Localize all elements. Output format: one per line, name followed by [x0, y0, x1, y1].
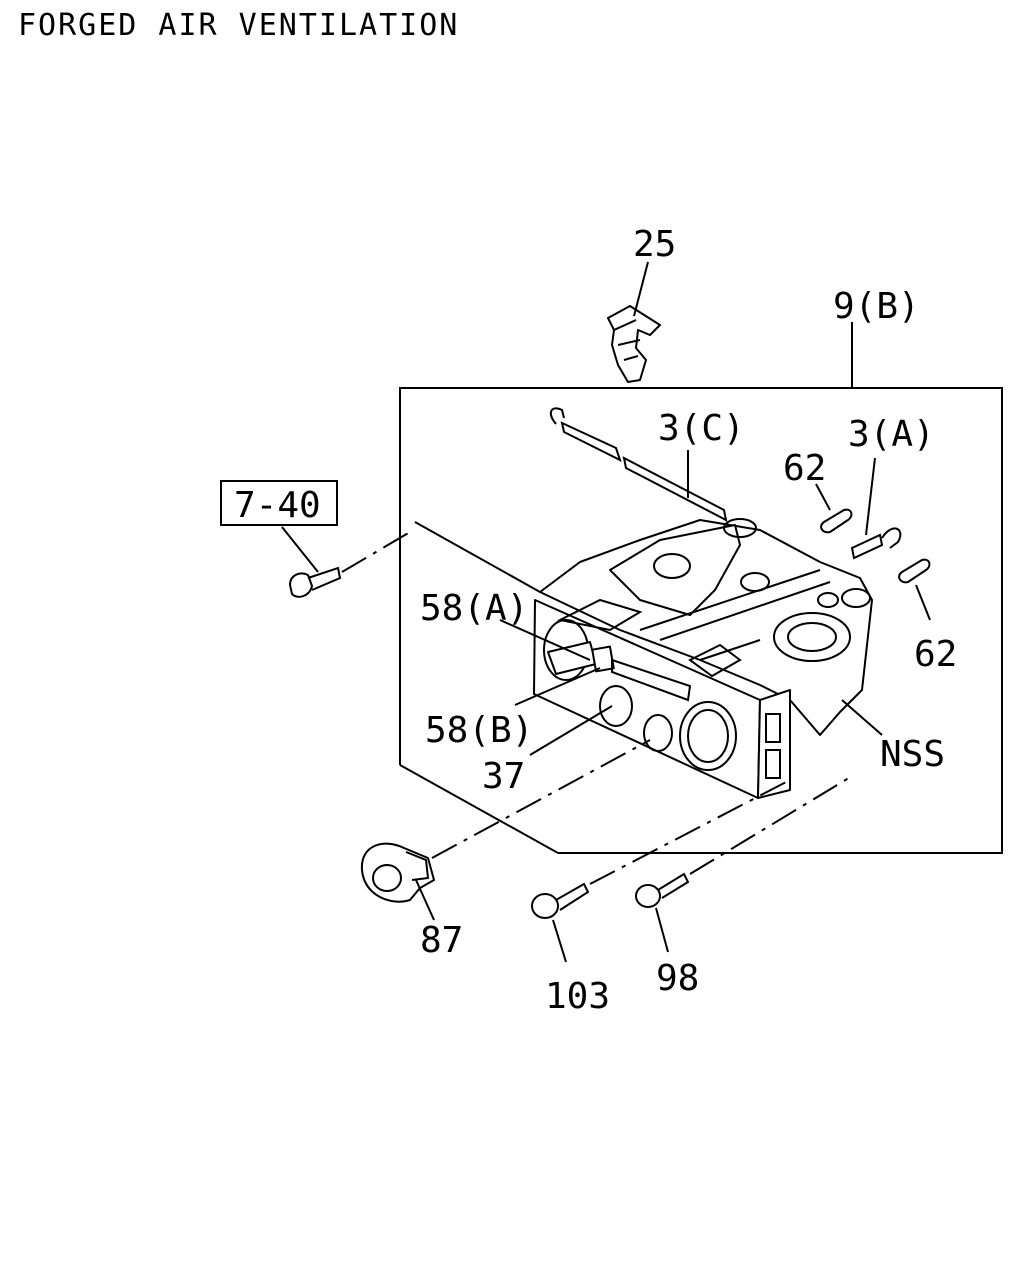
callout-37: 37	[482, 756, 525, 797]
leader-58b	[514, 667, 601, 706]
callout-62-top: 62	[783, 448, 826, 489]
callout-103: 103	[545, 976, 610, 1017]
cable-3a	[850, 457, 902, 560]
callout-3c: 3(C)	[658, 408, 745, 449]
callout-3a: 3(A)	[848, 414, 935, 455]
callout-58b: 58(B)	[425, 710, 533, 751]
callout-98: 98	[656, 958, 699, 999]
callout-9b: 9(B)	[833, 286, 920, 327]
diagram-title: FORGED AIR VENTILATION	[18, 8, 459, 43]
callout-7-40: 7-40	[234, 485, 321, 526]
knob-87	[360, 739, 651, 921]
screw-98	[635, 775, 853, 953]
screw-103	[531, 779, 791, 963]
leader-nss	[841, 699, 883, 736]
bolt-7-40	[220, 480, 541, 598]
assembly-frame	[399, 322, 1003, 854]
callout-nss: NSS	[880, 734, 945, 775]
cable-3c	[549, 407, 728, 522]
callout-62-right: 62	[914, 634, 957, 675]
pin-62-right	[898, 558, 931, 621]
callout-25: 25	[633, 224, 676, 265]
pin-62-left	[815, 483, 853, 534]
ref-box-7-40	[220, 480, 338, 526]
callout-87: 87	[420, 920, 463, 961]
clip-25	[607, 261, 661, 383]
leader-58a	[499, 619, 591, 661]
leader-37	[529, 705, 613, 756]
control-unit	[533, 518, 873, 799]
callout-58a: 58(A)	[420, 588, 528, 629]
